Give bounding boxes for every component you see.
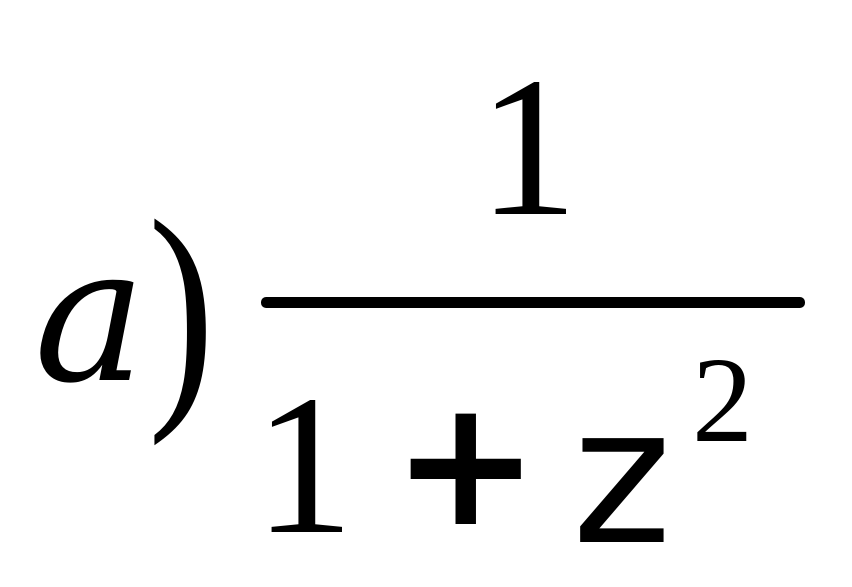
item-label-letter: a (34, 206, 147, 425)
exponent: 2 (692, 333, 753, 468)
item-label-paren: ) (148, 170, 215, 447)
denominator-constant: 1 (254, 355, 354, 576)
plus-operator: + (392, 361, 540, 566)
denominator-variable: z (572, 366, 672, 587)
fraction-numerator: 1 (478, 37, 578, 258)
fraction-bar (261, 297, 805, 308)
